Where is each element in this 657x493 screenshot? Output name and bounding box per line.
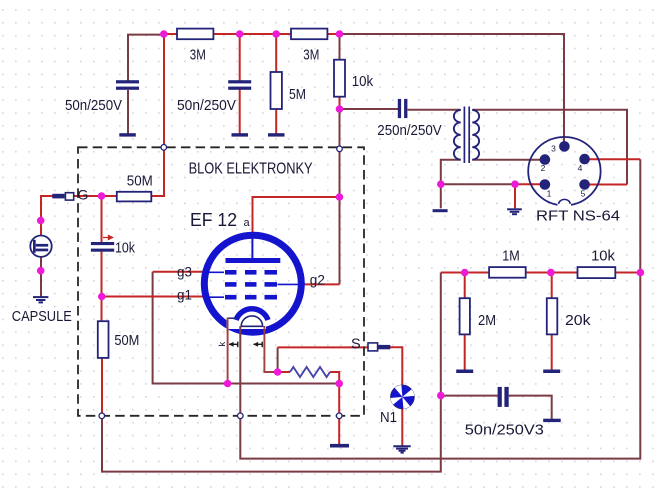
svg-text:S: S [351,337,361,353]
svg-text:10k: 10k [115,240,136,256]
svg-text:50n/250V: 50n/250V [65,97,122,114]
svg-text:10k: 10k [352,74,374,90]
svg-text:g1: g1 [177,287,192,302]
svg-text:1M: 1M [502,249,520,265]
svg-text:CAPSULE: CAPSULE [12,308,72,325]
svg-text:1: 1 [547,189,552,199]
svg-text:RFT NS-64: RFT NS-64 [536,208,620,225]
svg-text:20k: 20k [565,313,591,329]
svg-text:N1: N1 [380,409,397,426]
svg-text:BLOK ELEKTRONKY: BLOK ELEKTRONKY [189,161,313,178]
svg-text:2M: 2M [478,313,496,329]
svg-text:3M: 3M [190,48,206,64]
svg-text:10k: 10k [591,249,616,265]
svg-text:2: 2 [541,163,546,173]
svg-text:5: 5 [581,189,586,199]
svg-text:5M: 5M [289,87,306,103]
svg-text:g3: g3 [177,264,192,279]
svg-text:3: 3 [551,144,556,154]
svg-text:50n/250V3: 50n/250V3 [465,422,544,439]
svg-text:3M: 3M [303,48,319,64]
svg-text:k: k [217,342,228,347]
svg-text:G: G [78,187,89,203]
svg-text:250n/250V: 250n/250V [377,122,441,139]
svg-text:EF 12: EF 12 [190,210,237,230]
svg-text:50M: 50M [114,333,139,349]
svg-text:50n/250V: 50n/250V [177,97,236,114]
svg-text:a: a [244,217,251,229]
svg-text:50M: 50M [127,174,153,190]
svg-text:4: 4 [578,163,583,173]
svg-text:g2: g2 [310,273,325,288]
